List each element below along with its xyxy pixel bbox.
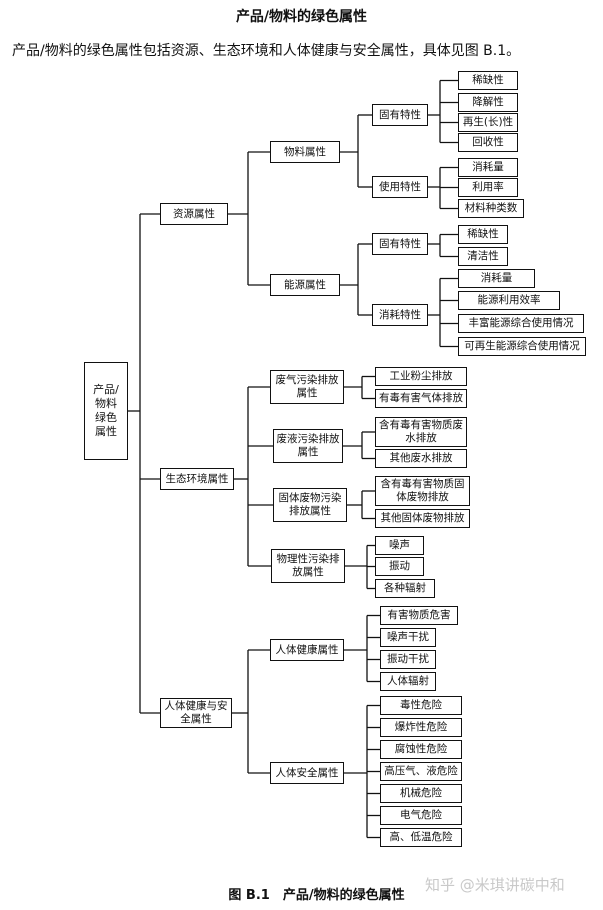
leaf-node: 回收性 — [458, 133, 518, 152]
leaf-node: 清洁性 — [458, 247, 508, 266]
category-node: 固体废物污染排放属性 — [273, 488, 347, 522]
category-node: 物料属性 — [270, 141, 340, 163]
leaf-node: 消耗量 — [458, 269, 535, 288]
leaf-node: 腐蚀性危险 — [380, 740, 462, 759]
category-node: 使用特性 — [372, 176, 428, 198]
category-node: 资源属性 — [160, 203, 228, 225]
leaf-node: 其他固体废物排放 — [375, 509, 470, 528]
category-node: 物理性污染排放属性 — [271, 549, 345, 583]
category-node: 生态环境属性 — [160, 468, 234, 490]
leaf-node: 噪声干扰 — [380, 628, 436, 647]
leaf-node: 高压气、液危险 — [380, 762, 462, 781]
watermark: 知乎 @米琪讲碳中和 — [425, 876, 565, 894]
leaf-node: 稀缺性 — [458, 225, 508, 244]
category-node: 废气污染排放属性 — [270, 370, 344, 404]
leaf-node: 毒性危险 — [380, 696, 462, 715]
page-title: 产品/物料的绿色属性 — [235, 9, 368, 25]
category-node: 人体健康与安全属性 — [160, 698, 232, 728]
leaf-node: 有害物质危害 — [380, 606, 458, 625]
intro-paragraph: 产品/物料的绿色属性包括资源、生态环境和人体健康与安全属性，具体见图 B.1。 — [12, 43, 521, 59]
category-node: 能源属性 — [270, 274, 340, 296]
leaf-node: 材料种类数 — [458, 199, 524, 218]
leaf-node: 丰富能源综合使用情况 — [458, 314, 584, 333]
leaf-node: 稀缺性 — [458, 71, 518, 90]
leaf-node: 电气危险 — [380, 806, 462, 825]
root-node: 产品/物料绿色属性 — [84, 362, 128, 460]
leaf-node: 高、低温危险 — [380, 828, 462, 847]
leaf-node: 消耗量 — [458, 158, 518, 177]
leaf-node: 降解性 — [458, 93, 518, 112]
leaf-node: 含有毒有害物质固体废物排放 — [375, 476, 470, 506]
category-node: 人体安全属性 — [270, 762, 344, 784]
leaf-node: 振动 — [375, 557, 424, 576]
leaf-node: 含有毒有害物质废水排放 — [375, 417, 467, 447]
leaf-node: 其他废水排放 — [375, 449, 467, 468]
category-node: 固有特性 — [372, 233, 428, 255]
category-node: 固有特性 — [372, 104, 428, 126]
leaf-node: 爆炸性危险 — [380, 718, 462, 737]
leaf-node: 振动干扰 — [380, 650, 436, 669]
category-node: 废液污染排放属性 — [273, 429, 343, 463]
category-node: 人体健康属性 — [270, 639, 344, 661]
leaf-node: 利用率 — [458, 178, 518, 197]
leaf-node: 人体辐射 — [380, 672, 436, 691]
category-node: 消耗特性 — [372, 304, 428, 326]
leaf-node: 可再生能源综合使用情况 — [458, 337, 586, 356]
leaf-node: 有毒有害气体排放 — [375, 389, 467, 408]
leaf-node: 工业粉尘排放 — [375, 367, 467, 386]
leaf-node: 能源利用效率 — [458, 291, 560, 310]
leaf-node: 各种辐射 — [375, 579, 435, 598]
leaf-node: 机械危险 — [380, 784, 462, 803]
leaf-node: 噪声 — [375, 536, 424, 555]
figure-caption: 图 B.1 产品/物料的绿色属性 — [228, 888, 405, 903]
leaf-node: 再生(长)性 — [458, 113, 518, 132]
